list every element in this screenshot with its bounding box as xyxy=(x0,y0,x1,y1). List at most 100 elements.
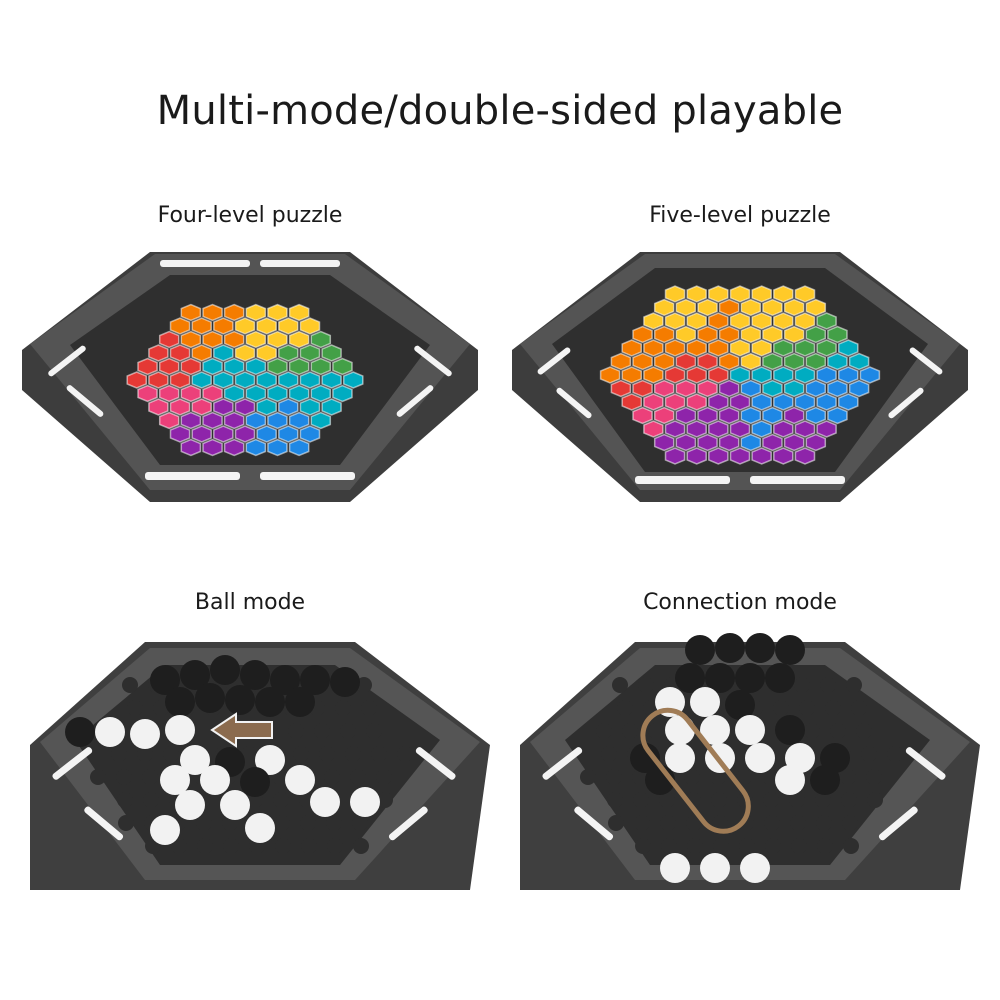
puzzle-cell xyxy=(169,398,191,416)
board-peg xyxy=(789,792,805,808)
puzzle-cell xyxy=(783,433,805,452)
puzzle-cell xyxy=(223,357,245,376)
puzzle-cell xyxy=(664,447,686,465)
puzzle-cell xyxy=(610,379,632,398)
puzzle-cell xyxy=(310,384,332,403)
board-peg xyxy=(153,700,169,716)
board-peg xyxy=(117,792,133,808)
board-peg xyxy=(142,769,158,785)
puzzle-cell xyxy=(773,339,794,357)
puzzle-cell xyxy=(751,339,772,357)
board-peg xyxy=(841,792,857,808)
puzzle-cell xyxy=(267,303,288,322)
board-peg xyxy=(661,838,677,854)
puzzle-cell xyxy=(158,357,180,376)
board-peg xyxy=(820,677,836,693)
puzzle-cell xyxy=(148,371,169,389)
puzzle-cell xyxy=(675,352,697,371)
five-level-board-photo xyxy=(490,240,990,570)
puzzle-cell xyxy=(794,366,816,384)
black-ball xyxy=(270,665,300,695)
puzzle-pieces xyxy=(599,285,881,465)
white-ball xyxy=(350,787,380,817)
puzzle-cell xyxy=(762,433,783,452)
board-peg xyxy=(293,746,309,762)
board-peg xyxy=(764,815,780,831)
puzzle-pieces xyxy=(126,303,364,457)
puzzle-cell xyxy=(805,379,827,398)
board-peg xyxy=(122,677,138,693)
puzzle-cell xyxy=(751,393,772,411)
white-ball xyxy=(180,745,210,775)
board-peg xyxy=(352,815,368,831)
board-peg xyxy=(817,838,833,854)
puzzle-cell xyxy=(169,317,191,335)
frame-slots xyxy=(52,747,456,841)
puzzle-cell xyxy=(718,433,740,452)
board-peg xyxy=(111,746,127,762)
board-peg xyxy=(116,769,132,785)
board-peg xyxy=(815,792,831,808)
board-peg xyxy=(137,746,153,762)
puzzle-cell xyxy=(697,325,718,344)
puzzle-cell xyxy=(332,357,353,376)
puzzle-cell xyxy=(245,384,267,403)
puzzle-cell xyxy=(245,357,267,376)
puzzle-cell xyxy=(288,411,310,430)
white-ball xyxy=(255,745,285,775)
board-peg xyxy=(376,769,392,785)
board-peg xyxy=(633,792,649,808)
puzzle-cell xyxy=(245,438,267,457)
puzzle-cell xyxy=(621,366,643,384)
black-ball xyxy=(150,665,180,695)
board-peg xyxy=(356,677,372,693)
ball-mode-board-photo xyxy=(0,630,500,960)
balls xyxy=(630,633,850,883)
black-ball xyxy=(715,633,745,663)
black-ball xyxy=(775,635,805,665)
board-peg xyxy=(856,723,872,739)
puzzle-cell xyxy=(213,425,234,443)
board-peg xyxy=(274,815,290,831)
puzzle-cell xyxy=(773,366,794,384)
puzzle-cell xyxy=(202,438,223,457)
white-ball xyxy=(150,815,180,845)
page-title: Multi-mode/double-sided playable xyxy=(156,88,844,134)
board-peg xyxy=(660,815,676,831)
board-peg xyxy=(622,723,638,739)
puzzle-cell xyxy=(137,357,158,376)
caption-ball-mode: Ball mode xyxy=(194,590,306,615)
four-level-board-photo xyxy=(0,240,500,570)
puzzle-cell xyxy=(859,366,881,384)
board-peg xyxy=(659,792,675,808)
puzzle-cell xyxy=(740,406,762,425)
puzzle-cell xyxy=(245,411,267,430)
puzzle-cell xyxy=(783,298,805,317)
puzzle-cell xyxy=(621,339,643,357)
connection-mode-board xyxy=(520,633,980,890)
board-peg xyxy=(397,746,413,762)
board-peg xyxy=(648,723,664,739)
puzzle-cell xyxy=(653,379,675,398)
puzzle-cell xyxy=(708,312,729,330)
board-peg xyxy=(794,677,810,693)
black-ball xyxy=(745,633,775,663)
board-peg xyxy=(601,746,617,762)
board-peg xyxy=(712,815,728,831)
puzzle-cell xyxy=(783,352,805,371)
board-peg xyxy=(846,677,862,693)
puzzle-cell xyxy=(180,411,202,430)
puzzle-cell xyxy=(686,393,707,411)
puzzle-cell xyxy=(137,384,158,403)
board-peg xyxy=(241,746,257,762)
puzzle-cell xyxy=(213,371,234,389)
puzzle-cell xyxy=(158,330,180,349)
puzzle-cell xyxy=(169,344,191,362)
black-ball xyxy=(285,687,315,717)
board-peg xyxy=(713,838,729,854)
puzzle-cell xyxy=(267,330,288,349)
board-peg xyxy=(606,769,622,785)
puzzle-cell xyxy=(191,344,212,362)
puzzle-cell xyxy=(278,398,299,416)
black-ball xyxy=(180,660,210,690)
